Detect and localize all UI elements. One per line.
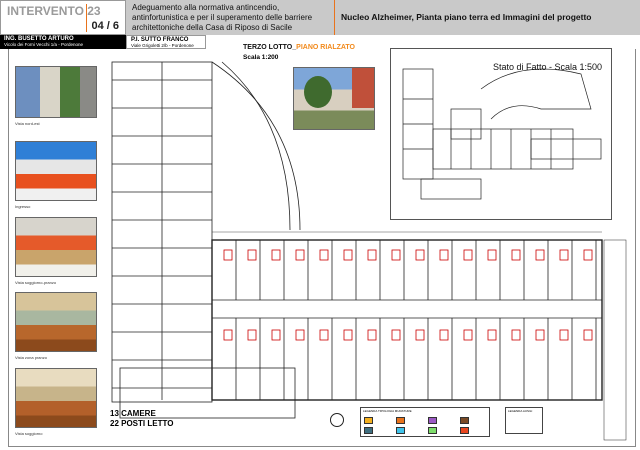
plan-line [583, 329, 593, 341]
engineer-1-name: ING. BUSETTO ARTURO [4, 36, 74, 42]
capacity: 13 CAMERE 22 POSTI LETTO [110, 409, 173, 429]
plan-line [463, 249, 473, 261]
engineer-2-name: P.I. SUTTO FRANCO [131, 37, 189, 43]
plan-line [511, 329, 521, 341]
plan-title: TERZO LOTTO_PIANO RIALZATO [243, 44, 355, 51]
divider [86, 4, 87, 32]
lotto: TERZO LOTTO_ [243, 44, 297, 51]
north-arrow-icon [330, 413, 344, 427]
plan-line [319, 329, 329, 341]
legend-title: LEGENDA TIPOLOGIA MURATURE [363, 409, 412, 413]
plan-line [559, 249, 569, 261]
plan-line [247, 329, 257, 341]
plan-line [367, 329, 377, 341]
plan-line [487, 249, 497, 261]
photo-caption: Vista zona pranzo [15, 355, 47, 360]
site-plan [402, 68, 602, 200]
photo [15, 217, 97, 277]
plan-line [343, 249, 353, 261]
plan-line [603, 239, 627, 441]
legend-swatch [428, 427, 437, 434]
stato-di-fatto-title: Stato di Fatto - Scala 1:500 [493, 62, 603, 72]
plan-line [271, 329, 281, 341]
inset-photo [293, 67, 375, 130]
plan-line [487, 329, 497, 341]
engineer-1: ING. BUSETTO ARTURO Vicolo dei Forni Vec… [0, 35, 126, 49]
photo [15, 292, 97, 352]
stato-di-fatto-panel [390, 48, 612, 220]
photo [15, 141, 97, 201]
plan-line [119, 367, 296, 419]
plan-line [271, 249, 281, 261]
plan-line [295, 249, 305, 261]
photo-caption: Vista nord-est [15, 121, 40, 126]
tree [304, 76, 332, 108]
plan-line [391, 249, 401, 261]
legend-swatch [364, 427, 373, 434]
photo-caption: Ingresso [15, 204, 31, 209]
plan-line [559, 329, 569, 341]
plan-line [535, 329, 545, 341]
engineer-2-address: Viale Grigoletti 2/b - Pordenone [131, 43, 194, 48]
rooms-count: 13 CAMERE [110, 409, 156, 418]
plan-line [535, 249, 545, 261]
plan-line [439, 249, 449, 261]
drawing-frame [8, 49, 636, 447]
page-number: 04 / 6 [91, 20, 119, 32]
legend-title-2: LEGENDA AUSILI [508, 409, 533, 413]
intervento-label: INTERVENTO 23 [7, 4, 101, 18]
legend-swatch [428, 417, 437, 424]
legend-swatch [460, 417, 469, 424]
plan-line [319, 249, 329, 261]
beds-count: 22 POSTI LETTO [110, 419, 174, 428]
plan-line [583, 249, 593, 261]
plan-line [439, 329, 449, 341]
plan-line [211, 61, 301, 231]
plan-scale: Scala 1:200 [243, 54, 279, 61]
plan-line [223, 249, 233, 261]
plan-line [223, 329, 233, 341]
wall-types-legend: LEGENDA TIPOLOGIA MURATURE [360, 407, 490, 437]
plan-line [415, 329, 425, 341]
legend-swatch [460, 427, 469, 434]
plan-line [221, 61, 291, 231]
photo-caption: Vista soggiorno-pranzo [15, 280, 57, 285]
photo [15, 368, 97, 428]
engineer-2: P.I. SUTTO FRANCO Viale Grigoletti 2/b -… [126, 35, 206, 49]
plan-line [511, 249, 521, 261]
photo [15, 66, 97, 118]
plan-line [391, 329, 401, 341]
plan-line [211, 239, 603, 401]
piano: PIANO RIALZATO [296, 44, 356, 51]
aids-legend: LEGENDA AUSILI [505, 407, 543, 434]
intervento-box: INTERVENTO 23 04 / 6 [0, 0, 126, 35]
engineer-1-address: Vicolo dei Forni Vecchi 1/a - Pordenone [4, 42, 83, 47]
project-description: Adeguamento alla normativa antincendio, … [126, 0, 334, 35]
legend-swatch [396, 427, 405, 434]
page-title: Nucleo Alzheimer, Pianta piano terra ed … [334, 0, 640, 35]
plan-line [463, 329, 473, 341]
legend-swatch [396, 417, 405, 424]
plan-line [343, 329, 353, 341]
plan-line [295, 329, 305, 341]
legend-swatch [364, 417, 373, 424]
plan-line [367, 249, 377, 261]
plan-line [247, 249, 257, 261]
building [352, 68, 374, 108]
plan-line [415, 249, 425, 261]
photo-caption: Vista soggiorno [15, 431, 43, 436]
